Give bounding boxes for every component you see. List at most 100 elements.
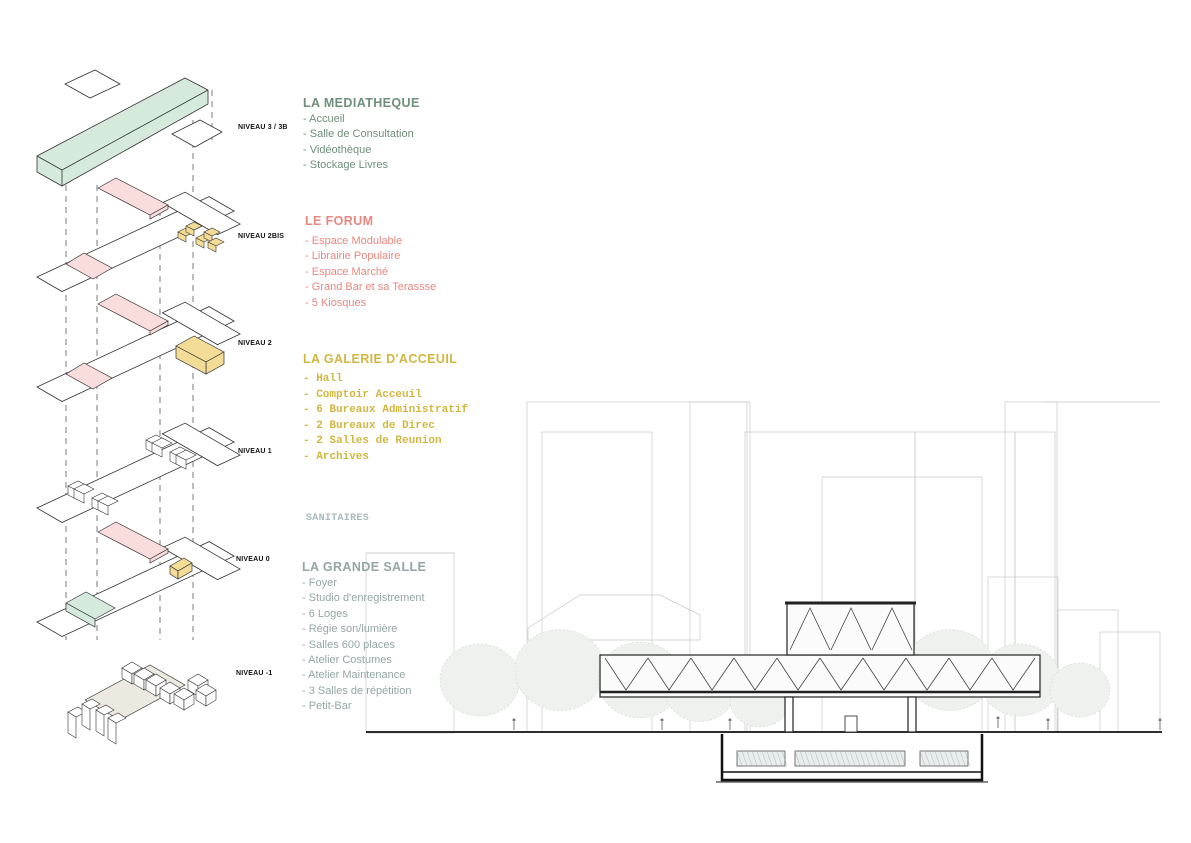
forum-small-block-1 — [65, 362, 113, 390]
basement-hatch-1-40 — [834, 750, 841, 767]
program-item: Salle de Consultation — [303, 127, 420, 142]
program-item: Espace Modulable — [305, 234, 436, 249]
sanitary-side-0-1 — [151, 442, 163, 458]
person-head-0 — [512, 718, 516, 722]
program-item: Accueil — [303, 112, 420, 127]
person-head-5 — [1158, 718, 1162, 722]
basement-hatch-1-55 — [849, 750, 856, 767]
slab-niveau-1-arm — [161, 422, 241, 467]
basement-walls — [720, 734, 984, 782]
program-item: Comptoir Acceuil — [303, 388, 468, 404]
truss-volume-upper — [786, 602, 915, 656]
basement-hatch-1-10 — [804, 750, 811, 767]
truss-diagonal-6 — [862, 657, 907, 691]
level-label-2bis: NIVEAU 2BIS — [238, 233, 285, 240]
entrance-door — [844, 715, 858, 733]
program-item: 6 Bureaux Administratif — [303, 403, 468, 419]
core-wall-left — [784, 696, 794, 733]
basement-hatch-0-35 — [771, 750, 778, 767]
basement-hatch-1-70 — [864, 750, 871, 767]
upper-diagonal-0 — [789, 607, 831, 651]
sanitary-side-3-1 — [97, 500, 109, 516]
program-galerie: LA GALERIE D'ACCEUIL Hall Comptoir Acceu… — [303, 352, 468, 465]
basement-hatch-0-45 — [781, 750, 788, 767]
program-item: Grand Bar et sa Terassse — [305, 280, 437, 295]
program-item: 3 Salles de répétition — [302, 684, 426, 699]
truss-diagonal-9 — [991, 657, 1036, 691]
basement-hatch-1-30 — [824, 750, 831, 767]
foyer-block-front — [65, 602, 96, 628]
program-item: 6 Loges — [302, 607, 426, 622]
program-item: Atelier Maintenance — [302, 668, 426, 683]
basement-hatch-1-50 — [844, 750, 851, 767]
program-mediatheque: LA MEDIATHEQUE Accueil Salle de Consulta… — [303, 96, 420, 174]
roof-house — [527, 594, 701, 641]
program-item: Studio d'enregistrement — [302, 591, 426, 606]
basement-hatch-1-105 — [899, 750, 906, 767]
slab-n3-end-a — [64, 69, 121, 99]
kiosk-side-2 — [195, 237, 205, 249]
basement-hatch-0-40 — [776, 750, 783, 767]
slab-niveau-0-arm — [161, 536, 241, 581]
truss-diagonal-2 — [690, 657, 735, 691]
kiosk-side-0 — [177, 231, 187, 243]
basement-hatch-0-30 — [766, 750, 773, 767]
basement-small-front-1 — [81, 703, 91, 731]
kiosk-side-4 — [207, 241, 217, 253]
basement-hatch-2-0 — [919, 750, 926, 767]
basement-box-side-6 — [205, 689, 217, 707]
person-head-2 — [728, 718, 732, 722]
basement-hatch-2-35 — [954, 750, 961, 767]
sanitaires-label: SANITAIRES — [306, 513, 370, 524]
truss-diagonal-3 — [733, 657, 778, 691]
program-item: Atelier Costumes — [302, 653, 426, 668]
level-label-0: NIVEAU 0 — [236, 556, 270, 563]
mediatheque-block — [36, 77, 209, 187]
sanitary-side-2-1 — [73, 488, 85, 504]
forum-block-side-1 — [149, 320, 169, 336]
level-label-3: NIVEAU 3 / 3B — [238, 124, 288, 131]
truss-volume-main — [599, 654, 1041, 698]
basement-hatch-1-100 — [894, 750, 901, 767]
program-title: LA MEDIATHEQUE — [303, 96, 420, 110]
tree-foliage-6 — [1049, 662, 1111, 718]
basement-hatch-1-0 — [794, 750, 801, 767]
basement-hatch-1-80 — [874, 750, 881, 767]
person-head-1 — [660, 718, 664, 722]
bar-block-side — [177, 562, 193, 580]
level-label-1: NIVEAU 1 — [238, 448, 272, 455]
basement-hatch-2-30 — [949, 750, 956, 767]
basement-box-side-4 — [183, 693, 195, 711]
basement-hatch-1-75 — [869, 750, 876, 767]
program-item: Hall — [303, 372, 468, 388]
basement-small-front-2 — [95, 709, 105, 737]
basement-hatch-1-90 — [884, 750, 891, 767]
program-item: Archives — [303, 450, 468, 466]
basement-hatch-1-85 — [879, 750, 886, 767]
slab-niveau-2bis-arm — [161, 191, 241, 236]
basement-hatch-1-60 — [854, 750, 861, 767]
tree-foliage-0 — [439, 643, 521, 717]
basement-room-0 — [736, 750, 786, 767]
forum-block-side-0 — [149, 204, 169, 220]
basement-hatch-0-0 — [736, 750, 743, 767]
upper-diagonal-1 — [830, 607, 872, 651]
program-item: 2 Bureaux de Direc — [303, 419, 468, 435]
program-item: 5 Kiosques — [305, 296, 436, 311]
basement-hatch-0-20 — [756, 750, 763, 767]
program-item: Petit-Bar — [302, 699, 426, 714]
basement-hatch-0-25 — [761, 750, 768, 767]
program-item: Espace Marché — [305, 265, 436, 280]
truss-diagonal-5 — [819, 657, 864, 691]
program-item: Stockage Livres — [303, 158, 420, 173]
truss-diagonal-7 — [905, 657, 950, 691]
program-item: Librairie Populaire — [305, 249, 436, 264]
kiosk-side-1 — [185, 225, 195, 237]
sanitary-side-1-1 — [175, 454, 187, 470]
basement-hatch-1-95 — [889, 750, 896, 767]
basement-hatch-2-25 — [944, 750, 951, 767]
basement-room-2 — [919, 750, 969, 767]
basement-hatch-1-15 — [809, 750, 816, 767]
basement-hatch-2-10 — [929, 750, 936, 767]
